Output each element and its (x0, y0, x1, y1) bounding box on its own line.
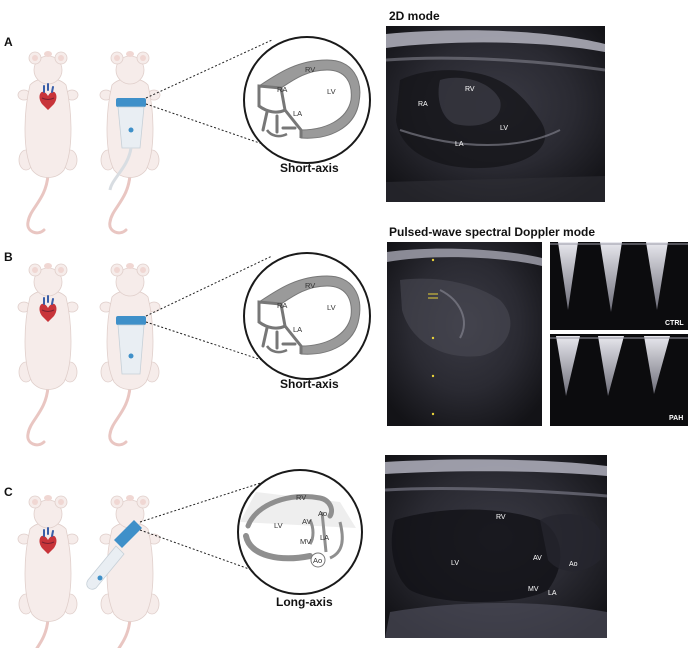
title-2d-mode: 2D mode (389, 9, 440, 23)
ultrasound-image-b (387, 242, 542, 426)
title-doppler-mode: Pulsed-wave spectral Doppler mode (389, 225, 595, 239)
probe-icon-b (116, 316, 146, 375)
diagram-label-rv: RV (305, 281, 315, 290)
us-label-c-rv: RV (496, 514, 506, 521)
doppler-label-pah: PAH (669, 415, 683, 422)
doppler-label-ctrl: CTRL (665, 320, 684, 327)
projection-lines-a (145, 39, 281, 151)
us-label-a-la: LA (455, 141, 464, 148)
doppler-spectrum-pah: PAH (550, 334, 688, 426)
diagram-label-ra: RA (277, 85, 287, 94)
diagram-label-la: LA (293, 109, 302, 118)
diagram-label-lv: LV (327, 303, 336, 312)
projection-lines-b (145, 255, 281, 367)
panel-letter-c: C (4, 485, 13, 499)
diagram-label-mv: MV (300, 537, 311, 546)
rat-illustration-b-left (16, 261, 80, 447)
ultrasound-image-a: RV RA LV LA (385, 26, 606, 202)
us-label-c-ao: Ao (569, 561, 578, 568)
us-label-c-av: AV (533, 555, 542, 562)
diagram-label-ao-ring: Ao (313, 556, 322, 565)
diagram-label-la: LA (320, 533, 329, 542)
long-axis-diagram-c: RV Ao AV LV LA MV Ao (237, 469, 363, 595)
diagram-label-av: AV (302, 517, 311, 526)
view-label-a: Short-axis (280, 161, 339, 175)
short-axis-diagram-a: RV RA LV LA (242, 35, 372, 165)
diagram-label-lv: LV (327, 87, 336, 96)
ultrasound-image-c: RV LV AV Ao MV LA (384, 455, 608, 638)
us-label-a-ra: RA (418, 101, 428, 108)
view-label-b: Short-axis (280, 377, 339, 391)
panel-letter-a: A (4, 35, 13, 49)
us-label-a-rv: RV (465, 86, 475, 93)
probe-icon-a (108, 98, 146, 191)
diagram-label-rv: RV (305, 65, 315, 74)
rat-illustration-c-left (16, 493, 80, 648)
panel-letter-b: B (4, 250, 13, 264)
diagram-label-rv: RV (296, 493, 306, 502)
doppler-spectrum-ctrl: CTRL (550, 242, 688, 330)
diagram-label-la: LA (293, 325, 302, 334)
short-axis-diagram-b: RV RA LV LA (242, 251, 372, 381)
view-label-c: Long-axis (276, 595, 333, 609)
us-label-a-lv: LV (500, 125, 508, 132)
us-label-c-la: LA (548, 590, 557, 597)
diagram-label-lv: LV (274, 521, 283, 530)
projection-lines-c (139, 479, 281, 581)
diagram-label-ao: Ao (318, 509, 327, 518)
diagram-label-ra: RA (277, 301, 287, 310)
us-label-c-lv: LV (451, 560, 459, 567)
rat-illustration-a-left (16, 49, 80, 235)
probe-icon-c (86, 520, 142, 590)
us-label-c-mv: MV (528, 586, 539, 593)
